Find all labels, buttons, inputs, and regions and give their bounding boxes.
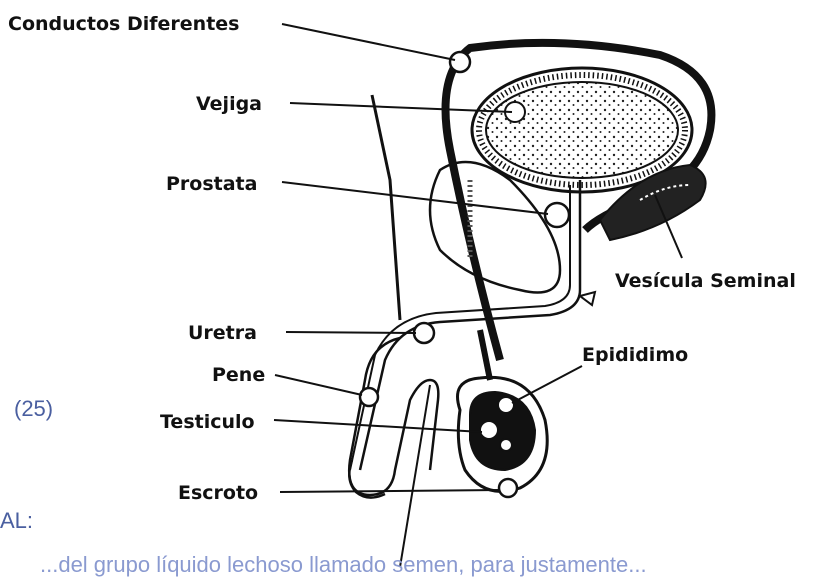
- bladder-inner: [486, 82, 678, 178]
- label-pene: Pene: [212, 364, 265, 386]
- leader-testiculo: [274, 420, 482, 432]
- label-prostata: Prostata: [166, 173, 257, 195]
- label-testiculo: Testiculo: [160, 411, 255, 433]
- lower-leader: [400, 385, 430, 567]
- urethra-end-tab: [580, 292, 595, 305]
- prostate-gland: [545, 203, 569, 227]
- penis-ring: [360, 388, 378, 406]
- leader-pene: [275, 375, 362, 395]
- underlying-heading: AL:: [0, 508, 33, 534]
- spermatic-cord: [480, 330, 490, 380]
- urethra-ring: [414, 323, 434, 343]
- label-epididimo: Epididimo: [582, 344, 688, 366]
- label-vejiga: Vejiga: [196, 93, 262, 115]
- conductos-ring: [450, 52, 470, 72]
- label-conductos: Conductos Diferentes: [8, 13, 239, 35]
- leader-escroto: [280, 490, 500, 492]
- label-escroto: Escroto: [178, 482, 258, 504]
- leader-conductos: [282, 24, 455, 60]
- testicle-spot-2: [500, 439, 512, 451]
- label-uretra: Uretra: [188, 322, 257, 344]
- leader-uretra: [286, 332, 416, 333]
- leader-prostata: [282, 182, 548, 214]
- testicle-spot-1: [480, 421, 498, 439]
- body-outline-front: [372, 95, 400, 320]
- label-vesicula: Vesícula Seminal: [615, 270, 796, 292]
- epididymis-ring: [498, 397, 514, 413]
- scrotum-ring: [499, 479, 517, 497]
- underlying-bottom-line: ...del grupo líquido lechoso llamado sem…: [40, 552, 647, 578]
- underlying-number: (25): [14, 396, 53, 422]
